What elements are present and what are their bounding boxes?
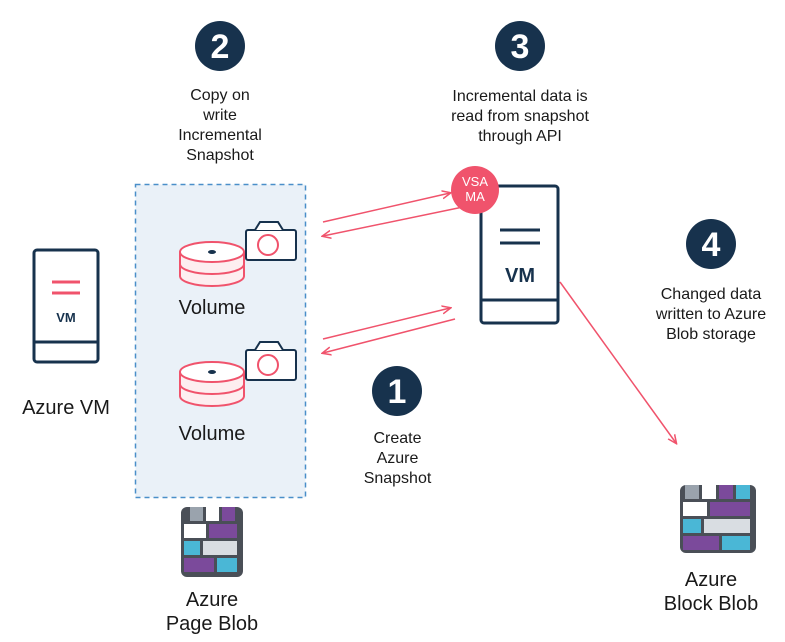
page-blob-icon <box>181 507 243 577</box>
azure-vm-icon: VM <box>32 248 100 364</box>
step-1-label: Create Azure Snapshot <box>363 430 432 487</box>
block-blob-icon <box>680 485 756 553</box>
step-3-label: Incremental data is read from snapshot t… <box>451 88 589 145</box>
volume-label: Volume <box>178 297 246 319</box>
arrow-vsa-to-block-blob <box>559 281 676 443</box>
svg-text:VSA: VSA <box>462 174 488 189</box>
svg-text:VM: VM <box>505 265 535 287</box>
step-4-badge: 4 <box>686 219 736 269</box>
arrow-volume-to-vsa <box>322 193 450 223</box>
vsa-ma-badge: VSA MA <box>451 166 499 214</box>
step-3-badge: 3 <box>495 21 545 71</box>
camera-icon <box>245 221 297 261</box>
svg-text:MA: MA <box>465 189 485 204</box>
volume-label: Volume <box>178 423 246 445</box>
step-1-badge: 1 <box>372 366 422 416</box>
svg-text:2: 2 <box>211 28 230 66</box>
svg-text:4: 4 <box>702 226 721 264</box>
svg-text:1: 1 <box>388 373 407 411</box>
azure-vm-label: Azure VM <box>22 397 110 419</box>
step-2-label: Copy on write Incremental Snapshot <box>178 87 262 164</box>
page-blob-label: Azure Page Blob <box>165 589 259 635</box>
step-2-badge: 2 <box>195 21 245 71</box>
disk-icon <box>179 361 245 407</box>
block-blob-label: Azure Block Blob <box>663 569 759 615</box>
disk-icon <box>179 241 245 287</box>
svg-text:VM: VM <box>56 310 76 325</box>
arrow-vsa-to-volume <box>323 206 464 236</box>
svg-text:3: 3 <box>511 28 530 66</box>
camera-icon <box>245 341 297 381</box>
arrow-vsa-to-volume2 <box>323 318 456 353</box>
vsa-vm-icon: VM <box>479 184 560 325</box>
step-4-label: Changed data written to Azure Blob stora… <box>655 286 767 343</box>
arrow-volume2-to-vsa <box>322 308 450 340</box>
